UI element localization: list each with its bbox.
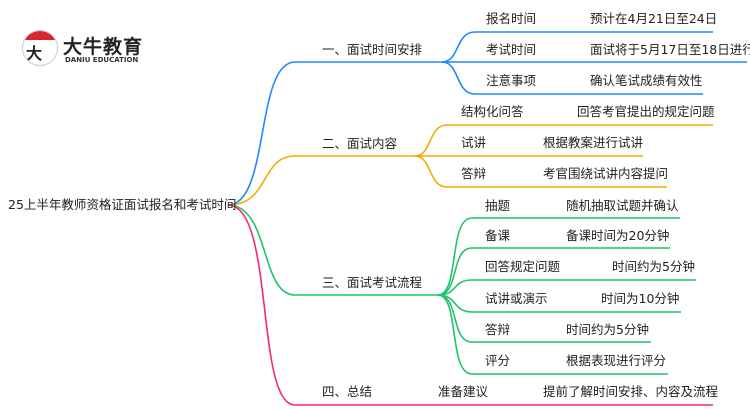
logo-glyph: 大牛: [26, 44, 43, 63]
node-value: 时间为10分钟: [601, 291, 680, 306]
connector-branch-3: [227, 204, 438, 296]
branch-schedule: 一、面试时间安排: [322, 42, 423, 57]
connector-3-6: [437, 294, 668, 375]
node-value: 考官围绕试讲内容提问: [543, 166, 669, 181]
connector-1-3: [441, 61, 703, 95]
branch-content: 二、面试内容: [322, 136, 398, 151]
node-label: 回答规定问题: [485, 259, 561, 274]
logo-subtitle: DANIU EDUCATION: [65, 56, 139, 64]
node-value: 根据教案进行试讲: [543, 135, 644, 150]
node-label: 准备建议: [438, 384, 489, 399]
logo-name: 大牛教育: [63, 36, 144, 58]
node-label: 备课: [485, 228, 511, 243]
node-value: 面试将于5月17日至18日进行: [590, 42, 750, 57]
node-value: 提前了解时间安排、内容及流程: [543, 384, 719, 399]
node-value: 预计在4月21日至24日: [590, 11, 718, 26]
branch-process: 三、面试考试流程: [322, 275, 423, 290]
node-label: 答辩: [461, 166, 487, 181]
connector-branch-4: [227, 204, 713, 406]
connector-3-3: [437, 279, 696, 296]
node-label: 结构化问答: [461, 104, 524, 119]
node-value: 时间约为5分钟: [566, 322, 649, 337]
node-label: 注意事项: [486, 73, 537, 88]
connector-2-3: [414, 155, 667, 188]
node-value: 确认笔试成绩有效性: [590, 73, 703, 88]
connector-3-2: [437, 247, 670, 296]
node-label: 试讲: [461, 135, 487, 150]
node-label: 试讲或演示: [485, 291, 548, 306]
node-value: 备课时间为20分钟: [566, 228, 670, 243]
node-label: 考试时间: [486, 42, 537, 57]
node-value: 时间约为5分钟: [612, 259, 695, 274]
connector-1-1: [441, 31, 713, 63]
node-label: 报名时间: [486, 11, 537, 26]
connector-2-1: [414, 124, 713, 157]
node-label: 评分: [485, 353, 511, 368]
connector-branch-2: [227, 155, 415, 206]
node-label: 答辩: [485, 322, 511, 337]
connector-3-1: [437, 217, 680, 296]
connector-branch-1: [227, 61, 442, 206]
node-label: 抽题: [485, 198, 511, 213]
node-value: 根据表现进行评分: [566, 353, 667, 368]
logo: 大牛 大牛教育 DANIU EDUCATION: [22, 28, 152, 72]
branch-summary: 四、总结: [322, 384, 373, 399]
node-value: 回答考官提出的规定问题: [577, 104, 715, 119]
logo-mark: 大牛: [22, 30, 58, 66]
node-value: 随机抽取试题并确认: [566, 198, 679, 213]
root-topic: 25上半年教师资格证面试报名和考试时间: [8, 197, 237, 212]
